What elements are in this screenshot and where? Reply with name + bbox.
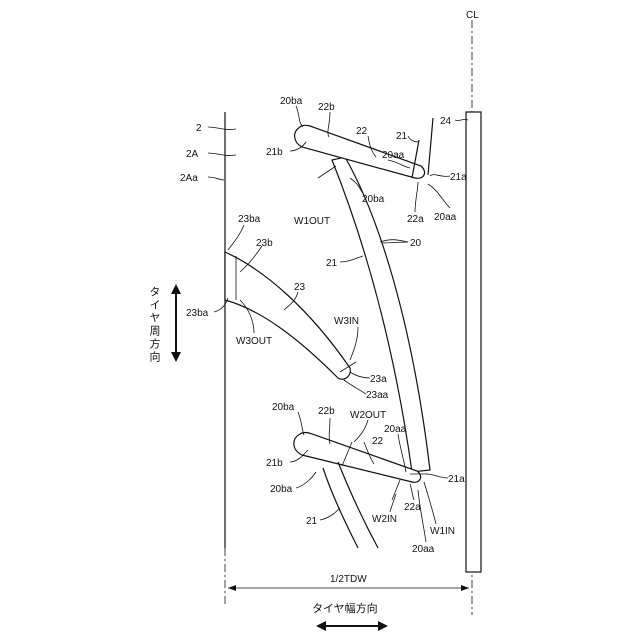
label-23b: 23b: [256, 238, 273, 249]
circ-dir-arrowhead-down: [171, 352, 181, 362]
label-23: 23: [294, 282, 306, 293]
lower-groove-21-right: [338, 462, 378, 548]
label-circ-dir: タイヤ周方向: [148, 286, 161, 364]
label-w2in: W2IN: [372, 514, 397, 525]
tdw-arrow-right: [461, 585, 469, 591]
w2in-arrow: [392, 480, 400, 500]
label-22b-top: 22b: [318, 102, 335, 113]
upper-groove-21-right: [428, 118, 433, 175]
label-20aa-top1: 20aa: [382, 150, 405, 161]
tdw-arrow-left: [228, 585, 236, 591]
label-w1out: W1OUT: [294, 216, 330, 227]
label-2A: 2A: [186, 149, 199, 160]
lower-groove-21-left: [323, 468, 358, 548]
label-23ba-left: 23ba: [186, 308, 209, 319]
label-20ba-bot: 20ba: [272, 402, 295, 413]
label-2: 2: [196, 123, 202, 134]
label-22-top: 22: [356, 126, 368, 137]
label-22b-bot: 22b: [318, 406, 335, 417]
label-2Aa: 2Aa: [180, 173, 198, 184]
rib-24: [466, 112, 481, 572]
label-21-bot: 21: [306, 516, 318, 527]
circ-dir-arrowhead-up: [171, 284, 181, 294]
label-20aa-bot2: 20aa: [412, 544, 435, 555]
label-21a-top: 21a: [450, 172, 467, 183]
label-21-mid: 21: [326, 258, 338, 269]
label-20aa-top2: 20aa: [434, 212, 457, 223]
label-23aa: 23aa: [366, 390, 389, 401]
label-20: 20: [410, 238, 422, 249]
label-22a-bot: 22a: [404, 502, 421, 513]
label-tdw: 1/2TDW: [330, 574, 367, 585]
width-dir-arrowhead-right: [378, 621, 388, 631]
label-23ba-top: 23ba: [238, 214, 261, 225]
label-20ba-top2: 20ba: [362, 194, 385, 205]
width-dir-arrowhead-left: [316, 621, 326, 631]
lower-branch-groove-22: [294, 433, 421, 483]
label-20ba-top: 20ba: [280, 96, 303, 107]
groove-20-pointer: [382, 242, 408, 243]
label-w2out: W2OUT: [350, 410, 386, 421]
groove-23: [225, 252, 350, 379]
label-width-dir: タイヤ幅方向: [312, 601, 378, 615]
label-w3in: W3IN: [334, 316, 359, 327]
label-cl: CL: [466, 10, 479, 21]
label-21b-top: 21b: [266, 147, 283, 158]
label-w1in: W1IN: [430, 526, 455, 537]
label-20aa-bot1: 20aa: [384, 424, 407, 435]
label-22-bot: 22: [372, 436, 384, 447]
label-24: 24: [440, 116, 452, 127]
label-21-top: 21: [396, 131, 408, 142]
w1out-arrow: [318, 166, 336, 178]
label-21b-bot: 21b: [266, 458, 283, 469]
label-22a-top: 22a: [407, 214, 424, 225]
label-w3out: W3OUT: [236, 336, 272, 347]
label-21a-bot: 21a: [448, 474, 465, 485]
label-23a: 23a: [370, 374, 387, 385]
label-20ba-bot2: 20ba: [270, 484, 293, 495]
